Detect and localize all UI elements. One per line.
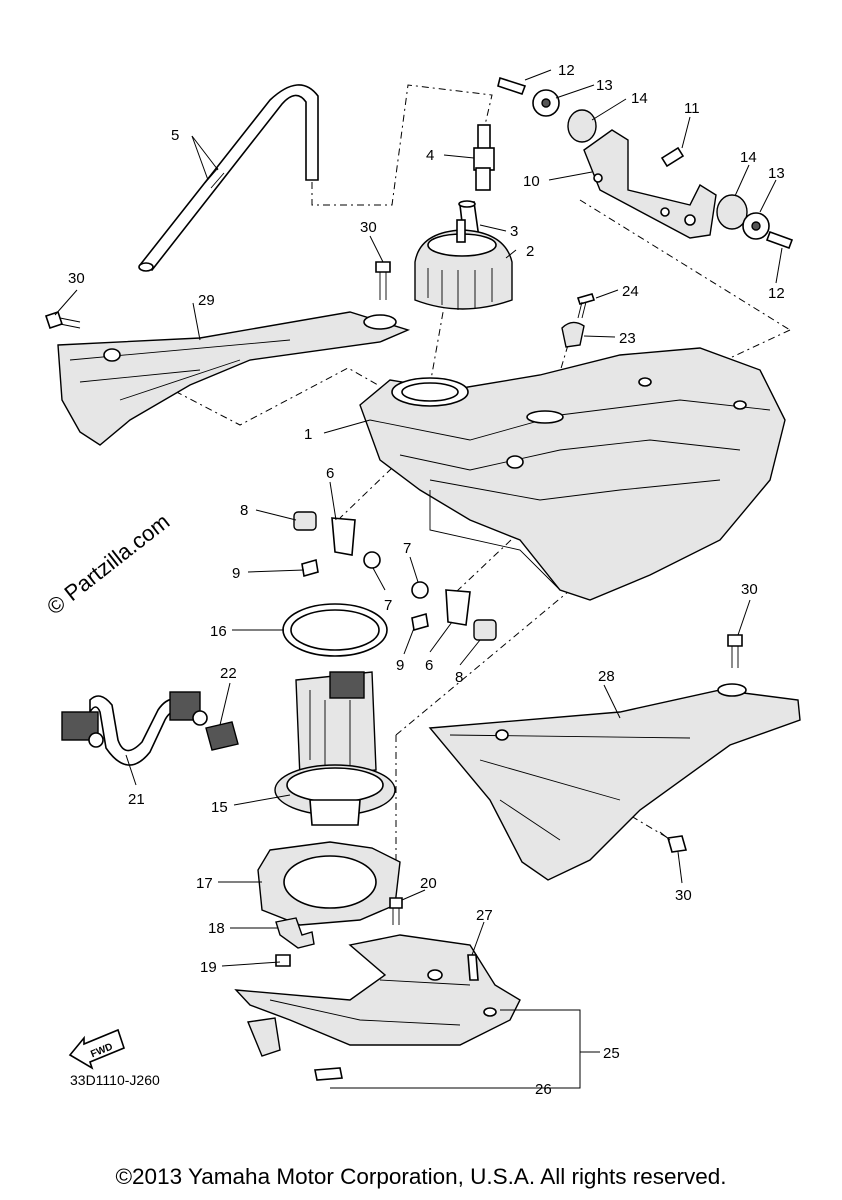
callout-6-left: 6 (326, 465, 334, 482)
fuel-cap[interactable] (414, 219, 513, 310)
callout-8-right: 8 (455, 669, 463, 686)
tank-collar[interactable] (561, 321, 585, 348)
damper-left[interactable] (497, 76, 597, 143)
diagram-code: 33D1110-J260 (70, 1072, 160, 1088)
callout-30-top: 30 (360, 219, 377, 236)
callout-27: 27 (476, 907, 493, 924)
callout-17: 17 (196, 875, 213, 892)
tank-bolt[interactable] (576, 293, 596, 319)
callout-29: 29 (198, 292, 215, 309)
callout-11: 11 (684, 100, 700, 117)
tank-mount-left[interactable] (293, 511, 381, 578)
pump-retainer-plate[interactable] (257, 841, 401, 926)
fuel-tank[interactable] (359, 347, 786, 601)
callout-15: 15 (211, 799, 228, 816)
tank-bracket[interactable] (583, 129, 717, 239)
callout-22: 22 (220, 665, 237, 682)
cover-rivet[interactable] (467, 954, 479, 981)
callout-23: 23 (619, 330, 636, 347)
callout-14-right: 14 (740, 149, 757, 166)
callout-9-left: 9 (232, 565, 240, 582)
callout-8-left: 8 (240, 502, 248, 519)
callout-14-top: 14 (631, 90, 648, 107)
callout-28: 28 (598, 668, 615, 685)
callout-30-left: 30 (68, 270, 85, 287)
callout-13-top: 13 (596, 77, 613, 94)
leader-lines (54, 69, 783, 1089)
callout-10: 10 (523, 173, 540, 190)
callout-13-right: 13 (768, 165, 785, 182)
bolt-top[interactable] (375, 261, 391, 300)
callout-labels: 12 13 14 11 10 14 13 12 5 4 3 2 24 23 30… (68, 62, 785, 1098)
bracket-bolt[interactable] (660, 146, 685, 168)
fuel-pump[interactable] (274, 671, 396, 826)
callout-3: 3 (510, 223, 518, 240)
callout-5: 5 (171, 127, 179, 144)
hose-bracket[interactable] (275, 917, 315, 949)
hose-joint[interactable] (473, 124, 495, 191)
fuel-connector[interactable] (205, 721, 239, 751)
callout-6-right: 6 (425, 657, 433, 674)
copyright-footer: ©2013 Yamaha Motor Corporation, U.S.A. A… (115, 1164, 727, 1189)
callout-21: 21 (128, 791, 145, 808)
bolt-left[interactable] (44, 310, 81, 330)
callout-16: 16 (210, 623, 227, 640)
callout-30-right-top: 30 (741, 581, 758, 598)
callout-1: 1 (304, 426, 312, 443)
callout-7-mid: 7 (403, 540, 411, 557)
callout-18: 18 (208, 920, 225, 937)
bolt-right-bottom[interactable] (659, 831, 688, 853)
plate-bolt[interactable] (389, 897, 403, 925)
bolt-right-top[interactable] (727, 634, 743, 668)
callout-19: 19 (200, 959, 217, 976)
forward-arrow-icon: FWD (68, 1028, 125, 1070)
callout-12-right: 12 (768, 285, 785, 302)
callout-7-lower-left: 7 (384, 597, 392, 614)
left-side-cover[interactable] (57, 311, 411, 446)
callout-12-top: 12 (558, 62, 575, 79)
right-side-cover[interactable] (428, 683, 801, 881)
breather-hose[interactable] (138, 84, 319, 272)
callout-26: 26 (535, 1081, 552, 1098)
bracket-bolt-small[interactable] (275, 954, 291, 967)
callout-20: 20 (420, 875, 437, 892)
callout-2: 2 (526, 243, 534, 260)
fuel-hose[interactable] (61, 691, 208, 766)
damper-right[interactable] (716, 194, 794, 250)
o-ring-gasket[interactable] (282, 603, 388, 657)
callout-30-right-bottom: 30 (675, 887, 692, 904)
callout-24: 24 (622, 283, 639, 300)
callout-9-right: 9 (396, 657, 404, 674)
callout-4: 4 (426, 147, 434, 164)
callout-25: 25 (603, 1045, 620, 1062)
lower-cover[interactable] (234, 934, 521, 1081)
tank-mount-right[interactable] (411, 581, 497, 641)
